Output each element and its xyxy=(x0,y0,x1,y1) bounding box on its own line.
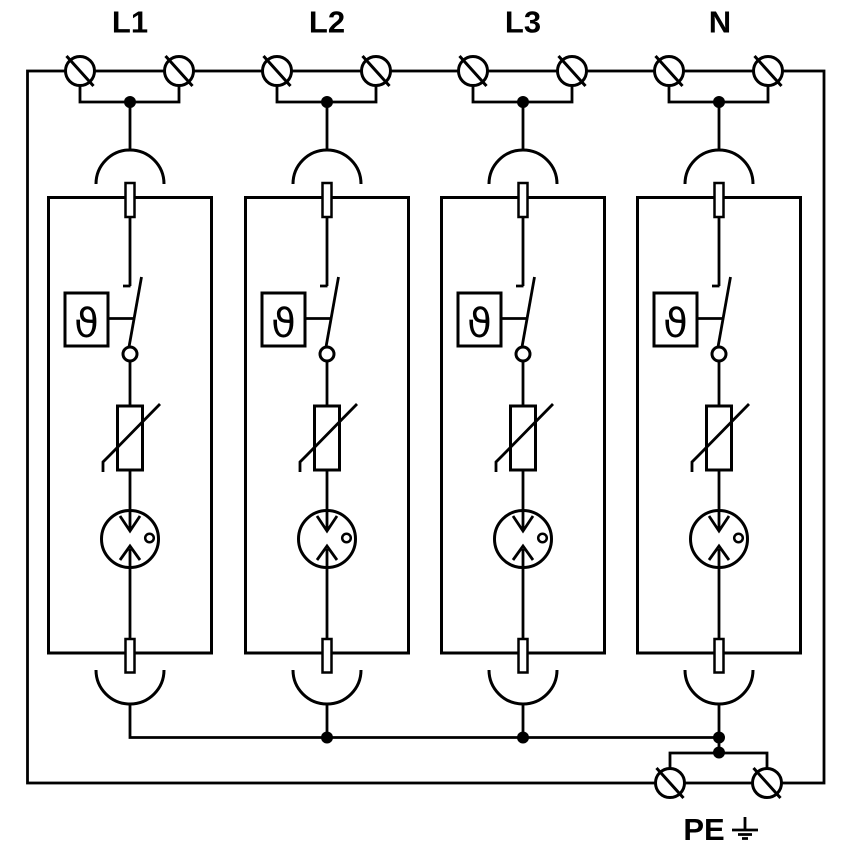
spd-module-l2 xyxy=(246,56,409,704)
phase-label-l2: L2 xyxy=(309,5,345,40)
phase-label-l3: L3 xyxy=(505,5,541,40)
earth-ground-icon xyxy=(732,817,758,840)
thermal-theta-symbol: ϑ xyxy=(271,301,296,347)
thermal-theta-symbol: ϑ xyxy=(467,301,492,347)
thermal-theta-symbol: ϑ xyxy=(663,301,688,347)
pe-label: PE xyxy=(683,812,724,847)
pe-connection: PE xyxy=(654,751,783,847)
spd-module-l3 xyxy=(442,56,605,704)
frame-wiring xyxy=(26,69,826,785)
pe-branch-wire xyxy=(668,751,769,769)
spd-module-l1 xyxy=(49,56,212,704)
thermal-theta-symbol: ϑ xyxy=(74,301,99,347)
earth-bus-wire xyxy=(128,704,719,739)
phase-column-l2: L2 ϑ xyxy=(246,5,409,744)
phase-column-l3: L3 ϑ xyxy=(442,5,605,744)
phase-label-l1: L1 xyxy=(112,5,148,40)
phase-label-n: N xyxy=(709,5,731,40)
pe-terminal-left xyxy=(654,766,686,800)
pe-terminal-right xyxy=(751,766,783,800)
spd-module-n xyxy=(638,56,801,704)
phase-column-n: N ϑ xyxy=(638,5,801,759)
phase-column-l1: L1 ϑ xyxy=(49,5,212,705)
